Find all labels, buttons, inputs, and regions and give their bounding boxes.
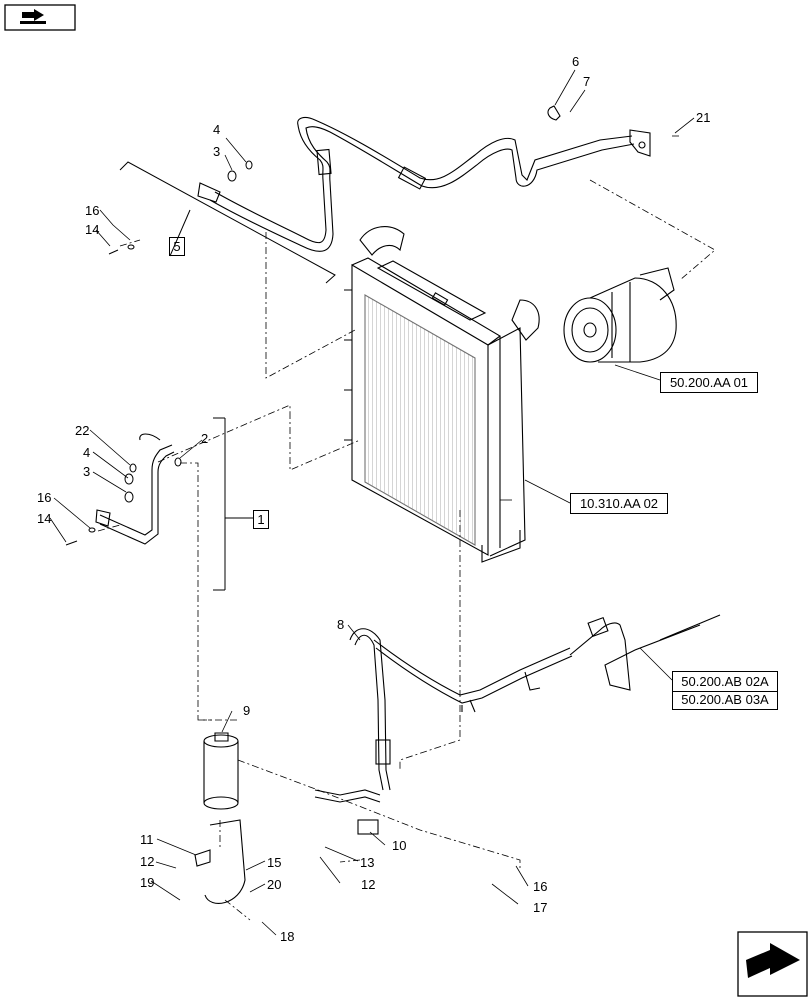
- book-arrow-icon[interactable]: [4, 4, 76, 31]
- callout-21: 21: [696, 110, 711, 125]
- reference-10-310-aa-02[interactable]: 10.310.AA 02: [570, 493, 668, 514]
- callout-2: 2: [201, 431, 209, 446]
- group-ref-1[interactable]: 1: [253, 510, 269, 529]
- callout-19: 19: [140, 875, 155, 890]
- callout-3-mid: 3: [83, 464, 91, 479]
- callout-17: 17: [533, 900, 548, 915]
- reference-50-200-aa-01[interactable]: 50.200.AA 01: [660, 372, 758, 393]
- condenser-intercooler: [344, 226, 540, 563]
- callout-4-mid: 4: [83, 445, 91, 460]
- callout-16-mid: 16: [37, 490, 52, 505]
- callout-22: 22: [75, 423, 90, 438]
- callout-18: 18: [280, 929, 295, 944]
- lower-ac-hose: [314, 614, 721, 835]
- callout-leaders: [49, 69, 695, 936]
- callout-8: 8: [337, 617, 345, 632]
- reference-50-200-ab-02a[interactable]: 50.200.AB 02A: [672, 671, 778, 692]
- ac-compressor: [563, 267, 677, 363]
- callout-11: 11: [140, 832, 154, 847]
- upper-ac-hose: [197, 105, 651, 252]
- callout-6: 6: [572, 54, 580, 69]
- callout-16-bottom: 16: [533, 879, 548, 894]
- callout-3-top: 3: [213, 144, 221, 159]
- callout-7: 7: [583, 74, 591, 89]
- callout-9: 9: [243, 703, 251, 718]
- callout-20: 20: [267, 877, 282, 892]
- reference-50-200-ab-03a[interactable]: 50.200.AB 03A: [672, 690, 778, 710]
- group-ref-5[interactable]: 5: [169, 237, 185, 256]
- callout-13: 13: [360, 855, 375, 870]
- callout-14-mid: 14: [37, 511, 52, 526]
- dash-dot-leaders: [97, 135, 716, 921]
- callout-4-top: 4: [213, 122, 221, 137]
- fittings-left: [65, 160, 253, 546]
- group-brackets: [119, 161, 336, 591]
- callout-12-right: 12: [361, 877, 376, 892]
- callout-14-top: 14: [85, 222, 100, 237]
- callout-12-left: 12: [140, 854, 155, 869]
- callout-15: 15: [267, 855, 282, 870]
- receiver-drier: [194, 732, 246, 904]
- middle-ac-hose: [95, 433, 175, 545]
- callout-10: 10: [392, 838, 407, 853]
- callout-16-top: 16: [85, 203, 100, 218]
- next-page-arrow-icon[interactable]: [737, 931, 808, 997]
